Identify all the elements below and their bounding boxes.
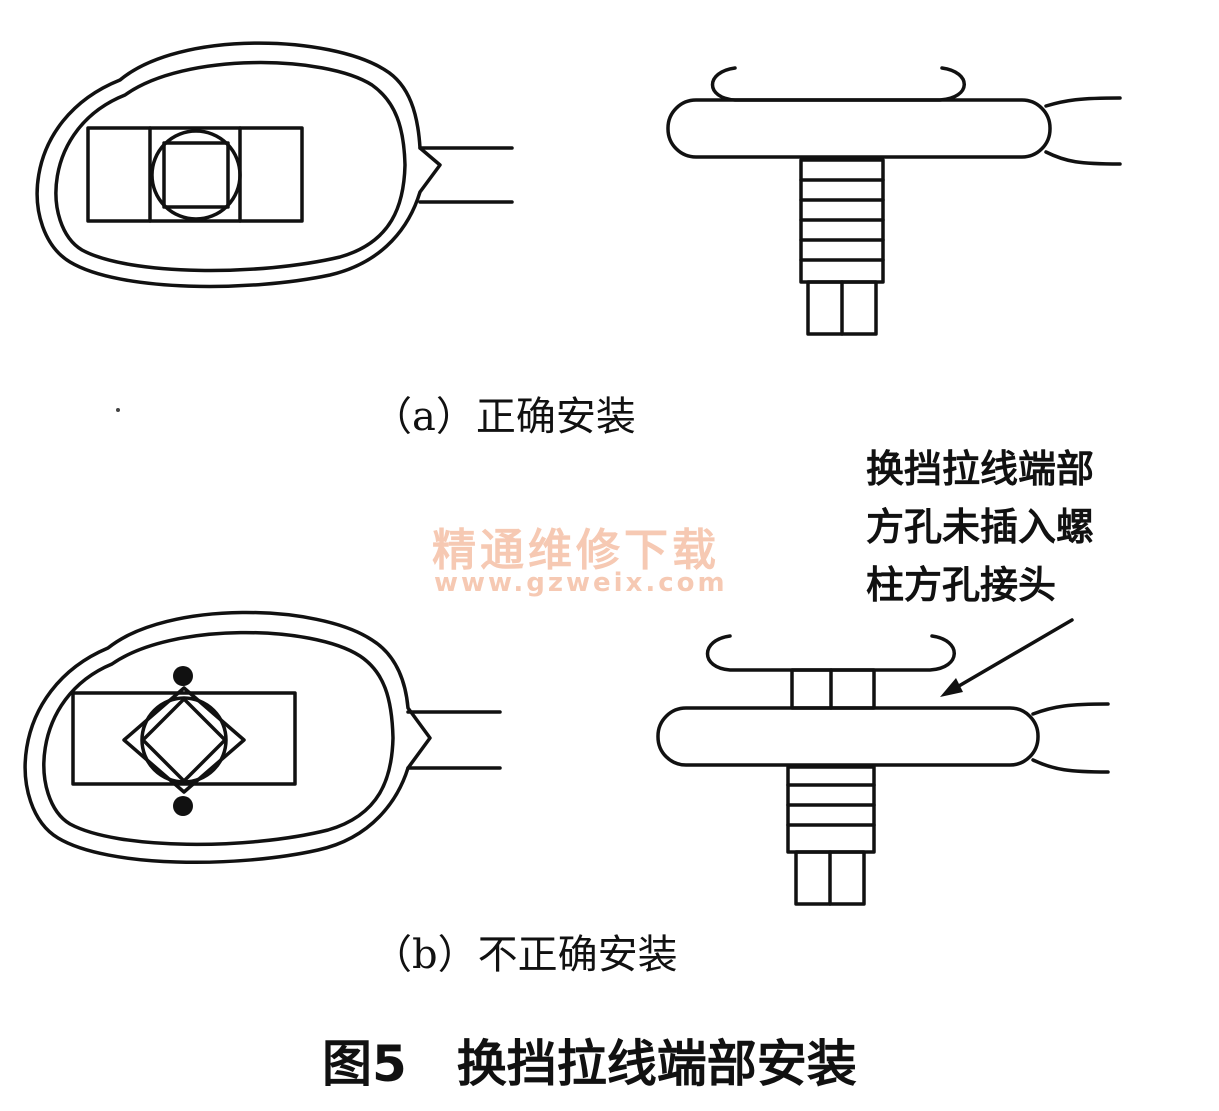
- cable-sleeve-upper-b: [1031, 702, 1110, 716]
- cable-sleeve-lower-a: [1044, 150, 1122, 166]
- caption-correct: （a）正确安装: [372, 394, 636, 440]
- square-tip-b: [790, 668, 876, 710]
- watermark-text: 精通维修下载: [432, 525, 720, 576]
- annotation-line-2: 方孔未插入螺: [866, 505, 1095, 549]
- cable-sleeve-lower-b: [1031, 758, 1110, 774]
- round-boss-b: [140, 696, 228, 784]
- top-view-incorrect: [23, 610, 502, 864]
- cable-end-body-b: [656, 706, 1040, 767]
- cable-sleeve-upper-a: [1044, 96, 1122, 108]
- outer-loop-a: [35, 41, 442, 289]
- locating-dot-bottom-b: [173, 796, 193, 816]
- side-view-incorrect: [656, 634, 1110, 906]
- outer-loop-b: [23, 610, 432, 864]
- caption-incorrect: （b）不正确安装: [372, 932, 678, 978]
- square-hole-b: [141, 697, 227, 783]
- annotation-text: 换挡拉线端部 方孔未插入螺 柱方孔接头: [866, 440, 1094, 614]
- retaining-clip-b: [705, 634, 956, 672]
- bracket-rect-b: [71, 691, 297, 786]
- inner-loop-a: [54, 60, 407, 273]
- locating-dot-top-b: [173, 666, 193, 686]
- side-view-correct: [666, 66, 1122, 336]
- retaining-clip-a: [710, 66, 966, 102]
- threaded-stud-b: [786, 765, 876, 854]
- speck: [116, 408, 120, 412]
- square-hole-a: [162, 141, 230, 209]
- annotation-line-1: 换挡拉线端部: [866, 447, 1095, 491]
- round-boss-a: [150, 129, 242, 221]
- figure-title: 图5 换挡拉线端部安装: [322, 1035, 857, 1093]
- arrow-head: [940, 678, 963, 697]
- inner-loop-b: [42, 630, 395, 847]
- annotation-leader-arrow: [940, 618, 1074, 697]
- bracket-rect-a: [86, 126, 304, 223]
- cable-end-body-a: [666, 98, 1052, 159]
- annotation-line-3: 柱方孔接头: [866, 563, 1057, 607]
- watermark-url: www.gzweix.com: [434, 568, 728, 598]
- top-view-correct: [35, 41, 514, 289]
- leader-line: [950, 618, 1074, 692]
